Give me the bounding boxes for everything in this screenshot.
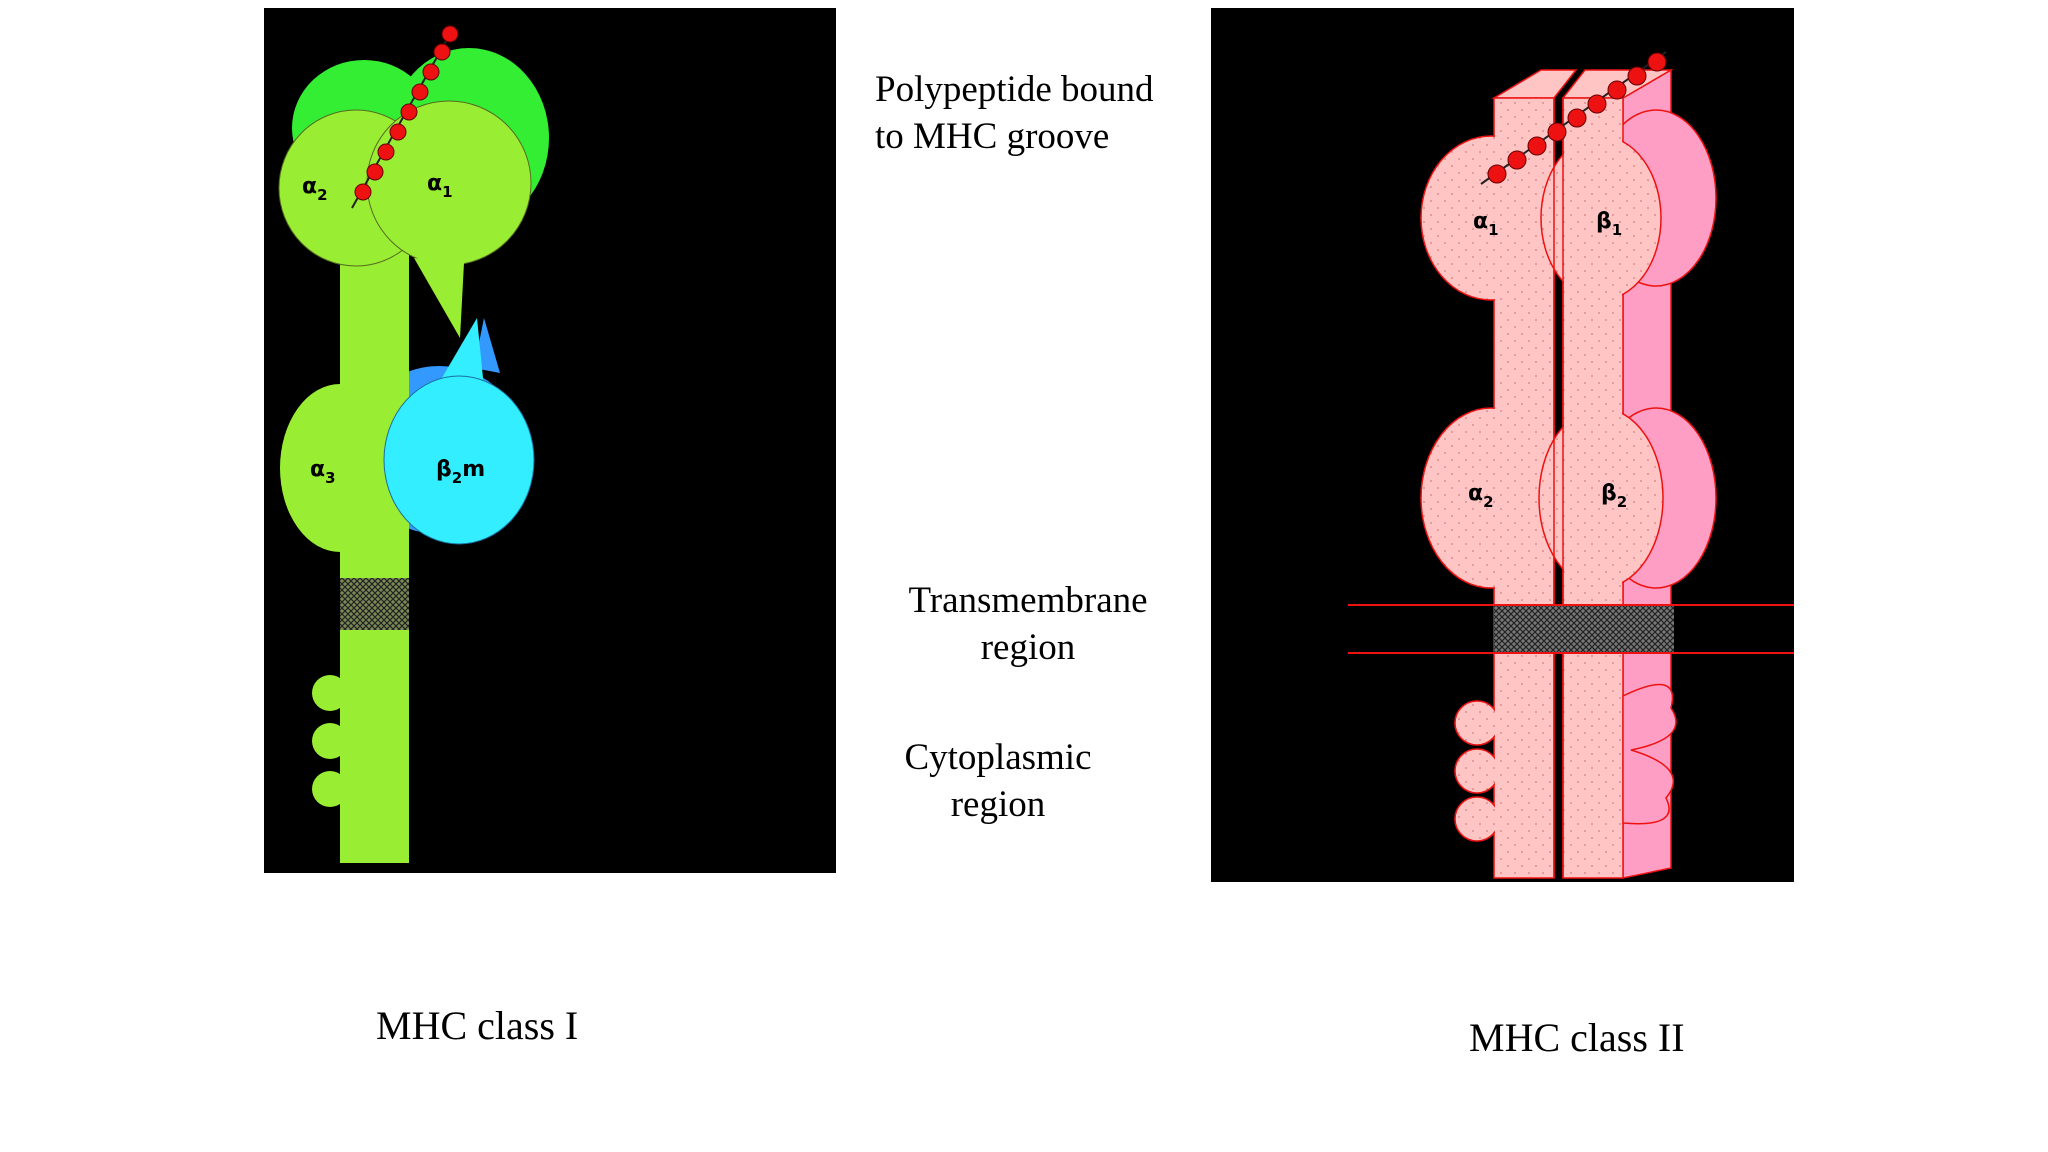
mhc-class-1-diagram: α2 α1 α3 β2m (278, 25, 549, 863)
mhc-class-1-panel: α2 α1 α3 β2m (264, 8, 836, 873)
class2-transmembrane-region (1494, 606, 1674, 652)
polypeptide-caption-line2: to MHC groove (875, 116, 1110, 157)
transmembrane-caption: Transmembrane region (898, 577, 1158, 671)
cytoplasmic-caption-line2: region (950, 784, 1046, 825)
cytoplasmic-caption: Cytoplasmic region (898, 734, 1098, 828)
alpha1-tail (414, 258, 464, 338)
transmembrane-caption-line2: region (980, 627, 1076, 668)
alpha-chain-top (1491, 69, 1578, 99)
transmembrane-caption-line1: Transmembrane (908, 580, 1148, 621)
class2-beta1-label: β1 (1596, 209, 1622, 239)
mhc-class-2-diagram: α1 β1 α2 β2 (1348, 51, 1794, 879)
class1-transmembrane-region (340, 578, 409, 630)
beta-cytoplasmic-curls (1622, 683, 1677, 825)
class1-beta2m-label: β2m (436, 457, 485, 487)
class2-alpha2-label: α2 (1468, 481, 1494, 511)
mhc-class-2-title: MHC class II (1469, 1015, 1685, 1060)
mhc-class-2-panel: α1 β1 α2 β2 (1211, 8, 1794, 882)
class2-beta2-label: β2 (1601, 481, 1627, 511)
polypeptide-caption: Polypeptide bound to MHC groove (875, 66, 1154, 160)
cytoplasmic-bump (312, 771, 348, 807)
class1-alpha3-label: α3 (310, 457, 336, 487)
class2-alpha1-label: α1 (1473, 209, 1499, 239)
cytoplasmic-caption-line1: Cytoplasmic (904, 737, 1092, 778)
class1-alpha1-label: α1 (427, 171, 453, 201)
mhc-class-1-title: MHC class I (376, 1003, 579, 1048)
polypeptide-caption-line1: Polypeptide bound (875, 69, 1154, 110)
class1-alpha2-label: α2 (302, 174, 328, 204)
alpha-chain-stem (340, 238, 409, 863)
class2-polypeptide (1480, 51, 1667, 185)
beta2m-domain (383, 375, 535, 545)
beta-chain-fill-patch (1564, 118, 1622, 858)
class1-polypeptide (351, 25, 459, 209)
cytoplasmic-bump (312, 723, 348, 759)
alpha3-domain (280, 384, 400, 552)
beta2m-tail (436, 318, 484, 388)
cytoplasmic-bump (312, 675, 348, 711)
